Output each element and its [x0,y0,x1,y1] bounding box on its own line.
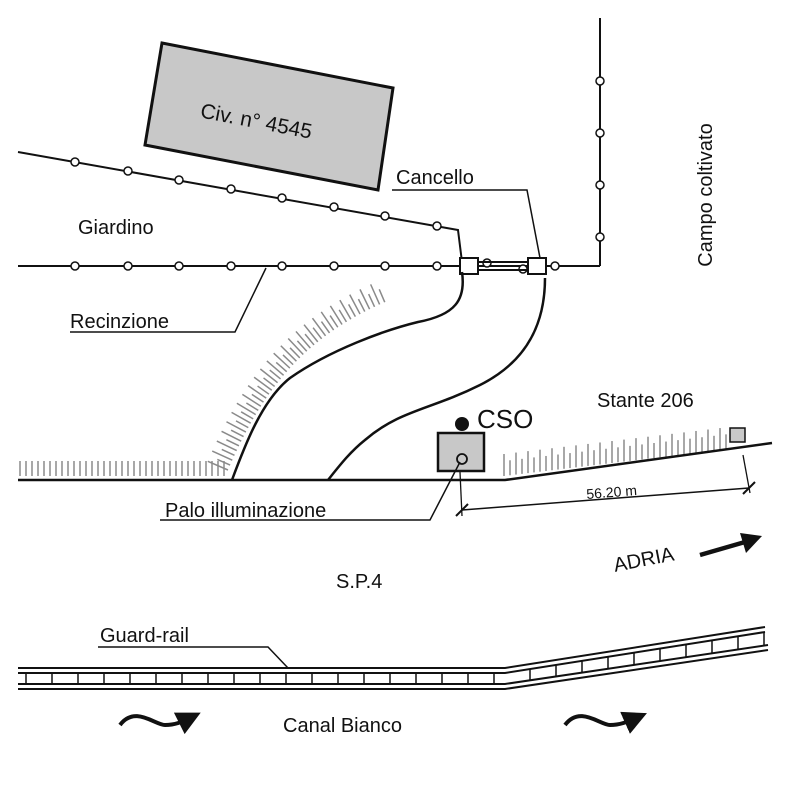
guardrail-label: Guard-rail [100,625,189,647]
sp4-label: S.P.4 [336,571,382,593]
embankment-hatching [19,284,727,476]
guard-rail [18,626,769,690]
gate [392,189,547,275]
cancello-label: Cancello [396,167,474,189]
distance-dimension [455,454,756,517]
direction-arrow-icon [699,533,762,558]
adria-label: ADRIA [612,543,677,576]
flow-arrow-icon [118,712,201,735]
cso-marker [436,417,486,473]
driveway [230,271,547,481]
fence-upper [17,151,463,263]
palo-label: Palo illuminazione [165,500,326,522]
campo-label: Campo coltivato [695,123,717,266]
giardino-label: Giardino [78,217,154,239]
distance-label: 56.20 m [586,482,638,502]
leader-lines [70,267,461,669]
recinzione-label: Recinzione [70,311,169,333]
stante-marker [729,427,746,443]
flow-arrow-icon [563,711,647,734]
road-edge [18,441,773,482]
building: Civ. n° 4545 [143,41,395,192]
fence-field [595,18,605,266]
cso-label: CSO [477,404,533,434]
stante-label: Stante 206 [597,390,694,412]
canal-label: Canal Bianco [283,715,402,737]
